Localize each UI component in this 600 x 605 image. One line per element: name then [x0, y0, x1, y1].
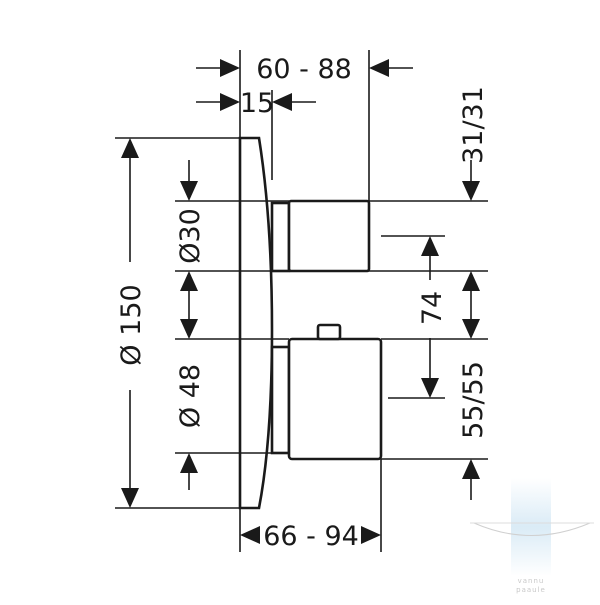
- arrow-up: [121, 138, 139, 158]
- arrow-down: [180, 319, 198, 339]
- arrow-up: [180, 453, 198, 473]
- arrow-right: [220, 59, 240, 77]
- arrow-down: [180, 181, 198, 201]
- dim-upper-handle-diameter: Ø30: [175, 160, 289, 291]
- arrow-up: [462, 459, 480, 479]
- label-upper-height: 31/31: [458, 86, 489, 164]
- label-lower-height: 55/55: [458, 361, 489, 439]
- label-handle-spacing: 74: [417, 291, 448, 325]
- label-plate-diameter: Ø 150: [116, 284, 147, 365]
- dim-lower-handle-diameter: Ø 48: [175, 291, 289, 490]
- dim-lower-projection: 66 - 94: [239, 459, 382, 552]
- arrow-down: [421, 378, 439, 398]
- arrow-down: [462, 181, 480, 201]
- watermark: vannu paaule: [470, 478, 594, 594]
- mixer-body: [238, 136, 383, 510]
- wall-plate: [238, 136, 274, 510]
- arrow-up: [462, 271, 480, 291]
- label-projection: 60 - 88: [256, 54, 352, 85]
- arrow-left: [272, 93, 292, 111]
- arrow-up: [421, 236, 439, 256]
- label-lower-handle-diameter: Ø 48: [175, 364, 206, 428]
- watermark-basin-icon: [473, 522, 591, 536]
- arrow-down: [121, 488, 139, 508]
- dim-plate-diameter: Ø 150: [115, 137, 240, 509]
- lower-handle-button: [316, 323, 342, 341]
- dim-plate-offset: 15: [196, 88, 316, 180]
- watermark-text-line2: paaule: [516, 586, 546, 594]
- label-lower-projection: 66 - 94: [263, 521, 359, 552]
- watermark-text-line1: vannu: [518, 577, 545, 585]
- dim-lower-height: 55/55: [381, 271, 489, 500]
- arrow-down: [462, 319, 480, 339]
- arrow-right: [361, 526, 381, 544]
- arrow-left: [369, 59, 389, 77]
- lower-handle-shaft: [270, 345, 291, 455]
- lower-handle: [287, 337, 383, 461]
- arrow-right: [220, 93, 240, 111]
- label-plate-offset: 15: [240, 88, 274, 119]
- label-upper-handle-diameter: Ø30: [175, 208, 206, 264]
- upper-handle-shaft: [270, 201, 291, 273]
- watermark-tap-icon: [511, 478, 551, 576]
- dim-handle-spacing: 74: [289, 235, 488, 399]
- arrow-left: [240, 526, 260, 544]
- upper-handle: [287, 199, 371, 273]
- dim-upper-height: 31/31: [369, 86, 489, 202]
- dim-projection: 60 - 88: [196, 50, 413, 201]
- arrow-up: [180, 271, 198, 291]
